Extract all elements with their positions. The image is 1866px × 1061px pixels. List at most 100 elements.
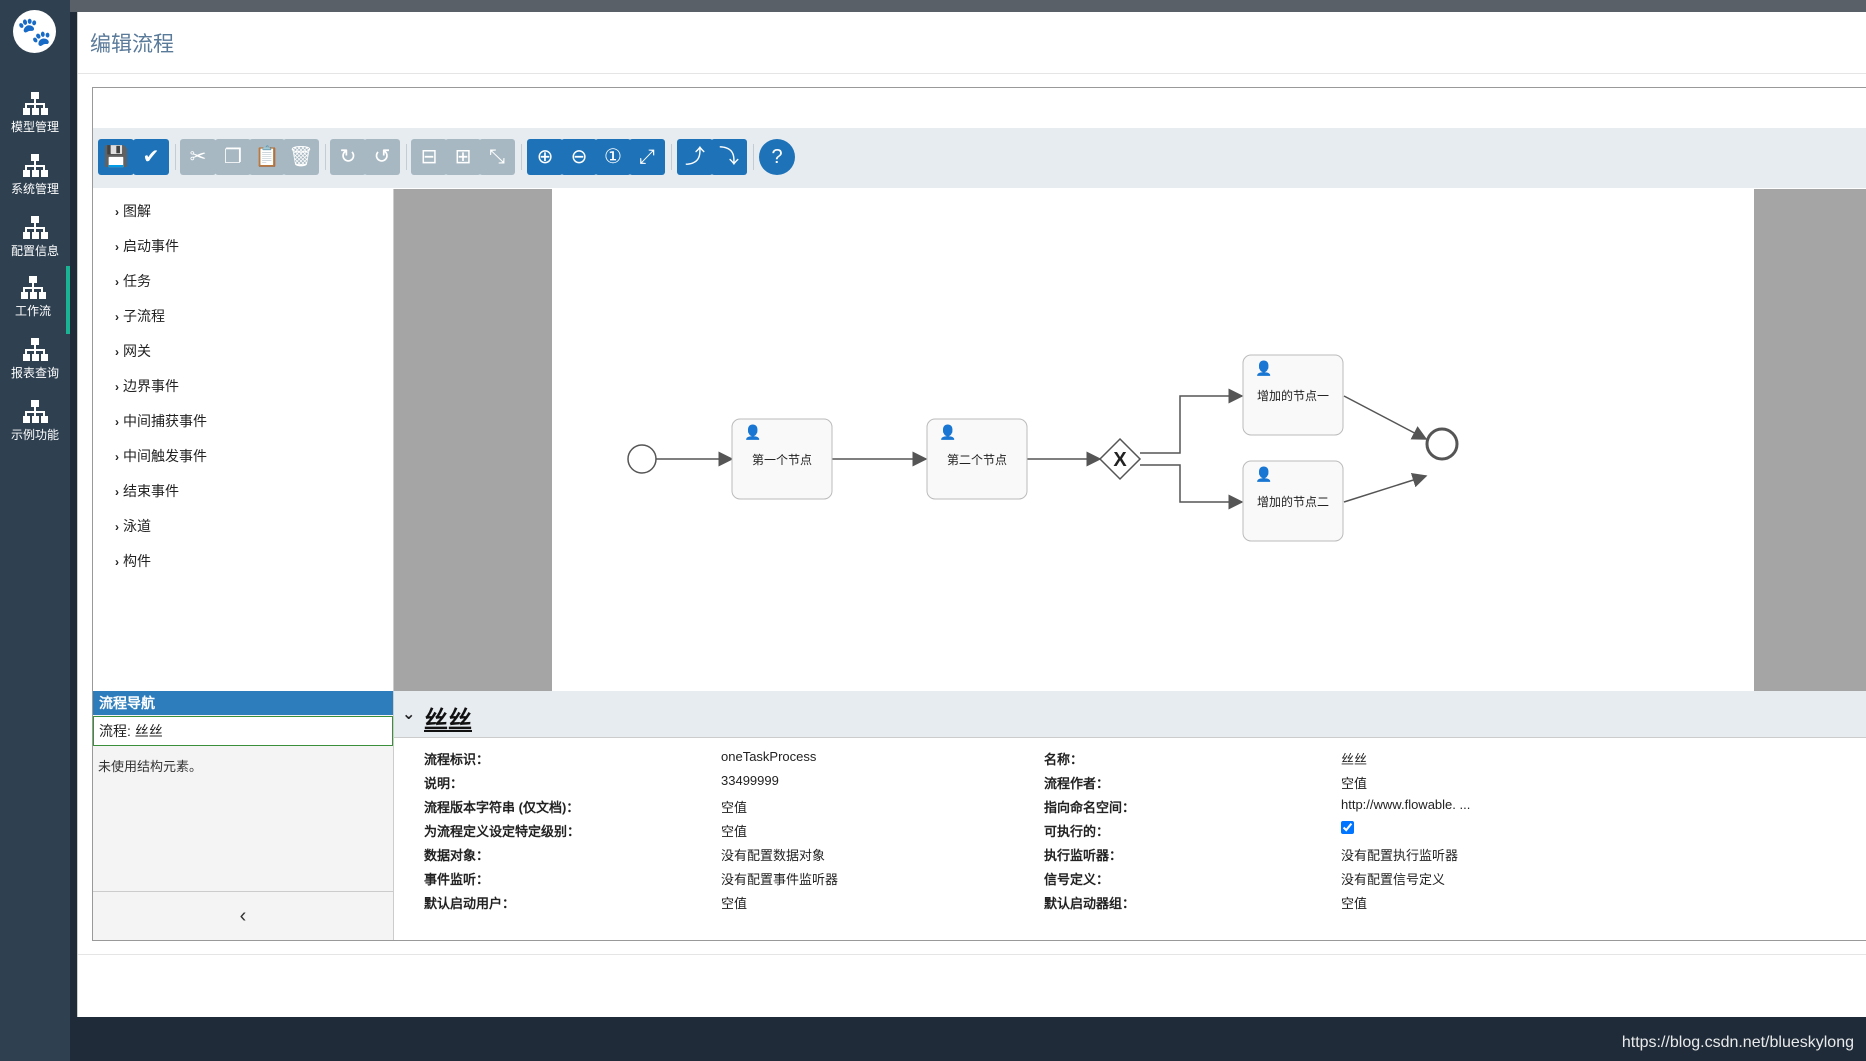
- property-value[interactable]: 空值: [721, 824, 748, 839]
- property-row[interactable]: 说明：: [424, 776, 464, 791]
- navigator-header: 流程导航: [93, 691, 393, 715]
- sidebar-item-workflow[interactable]: 工作流: [0, 266, 70, 334]
- property-value[interactable]: 空值: [1341, 776, 1368, 791]
- user-task[interactable]: 👤 增加的节点二: [1242, 460, 1344, 542]
- paste-icon: 📋: [254, 146, 280, 168]
- property-row[interactable]: 为流程定义设定特定级别：: [424, 824, 581, 839]
- copy-button[interactable]: ❐: [215, 139, 251, 175]
- palette-group[interactable]: ›图解: [115, 203, 151, 219]
- user-icon: 👤: [1255, 360, 1272, 377]
- sidebar-item-system[interactable]: 系统管理: [0, 144, 70, 212]
- sequence-flow[interactable]: [1343, 472, 1428, 503]
- cut-button[interactable]: ✂: [180, 139, 216, 175]
- property-value[interactable]: oneTaskProcess: [721, 749, 817, 764]
- property-value[interactable]: 33499999: [721, 773, 779, 788]
- zoom-out-button[interactable]: ⊖: [561, 139, 597, 175]
- property-value[interactable]: http://www.flowable. ...: [1341, 797, 1471, 812]
- palette-group[interactable]: ›任务: [115, 273, 151, 289]
- zoom-fit-button[interactable]: ⤢: [629, 139, 665, 175]
- property-value[interactable]: 没有配置事件监听器: [721, 872, 839, 887]
- collapse-button[interactable]: ‹: [93, 891, 393, 941]
- undo-button[interactable]: ↺: [364, 139, 400, 175]
- property-row[interactable]: 执行监听器：: [1044, 848, 1123, 863]
- edit-process-modal: 编辑流程 💾 ✔ ✂ ❐ 📋 🗑 ↻ ↺ ⊟ ⊞ ⤡ ⊕ ⊖ ① ⤢ ⤴ ⤵: [77, 12, 1866, 1017]
- delete-button[interactable]: 🗑: [283, 139, 319, 175]
- property-row[interactable]: 可执行的：: [1044, 824, 1110, 839]
- add-bendpoint-button[interactable]: ⤴: [677, 139, 713, 175]
- palette-group[interactable]: ›泳道: [115, 518, 151, 534]
- sidebar-item-label: 系统管理: [10, 182, 59, 196]
- user-task[interactable]: 👤 增加的节点一: [1242, 354, 1344, 436]
- palette-group[interactable]: ›构件: [115, 553, 151, 569]
- navigator-note: 未使用结构元素。: [98, 759, 203, 774]
- watermark: https://blog.csdn.net/blueskylong: [1621, 1034, 1854, 1051]
- property-value[interactable]: 空值: [1341, 896, 1368, 911]
- property-value[interactable]: 丝丝: [1341, 752, 1368, 767]
- property-row[interactable]: 信号定义：: [1044, 872, 1110, 887]
- sidebar-item-examples[interactable]: 示例功能: [0, 390, 70, 458]
- property-row[interactable]: 流程标识：: [424, 752, 490, 767]
- zoom-in-button[interactable]: ⊕: [527, 139, 563, 175]
- property-row[interactable]: 事件监听：: [424, 872, 490, 887]
- top-strip: [70, 0, 1866, 12]
- property-row[interactable]: 流程版本字符串 (仅文档)：: [424, 800, 580, 815]
- same-size-button[interactable]: ⤡: [479, 139, 515, 175]
- start-event[interactable]: [627, 444, 657, 474]
- sidebar-item-reports[interactable]: 报表查询: [0, 328, 70, 396]
- end-event[interactable]: [1425, 427, 1459, 461]
- property-row[interactable]: 流程作者：: [1044, 776, 1110, 791]
- property-value[interactable]: 没有配置数据对象: [721, 848, 826, 863]
- redo-button[interactable]: ↻: [330, 139, 366, 175]
- executable-checkbox[interactable]: [1341, 821, 1354, 834]
- align-vertical-button[interactable]: ⊞: [445, 139, 481, 175]
- save-button[interactable]: 💾: [98, 139, 134, 175]
- palette-group[interactable]: ›结束事件: [115, 483, 179, 499]
- task-label: 第一个节点: [752, 453, 812, 467]
- remove-bendpoint-icon: ⤵: [719, 146, 739, 168]
- diagram-canvas[interactable]: 👤 第一个节点 👤 第二个节点 👤 增加的节点一: [552, 189, 1754, 691]
- sequence-flow[interactable]: [1140, 464, 1244, 510]
- property-value[interactable]: 空值: [721, 896, 748, 911]
- chevron-right-icon: ›: [115, 205, 119, 219]
- sequence-flow[interactable]: [1140, 388, 1244, 454]
- property-value[interactable]: 没有配置执行监听器: [1341, 848, 1459, 863]
- exclusive-gateway[interactable]: X: [1098, 437, 1142, 481]
- sitemap-icon: [21, 276, 46, 299]
- property-value[interactable]: 没有配置信号定义: [1341, 872, 1446, 887]
- help-icon: ?: [771, 146, 783, 168]
- navigator-process-item[interactable]: 流程: 丝丝: [93, 716, 393, 746]
- remove-bendpoint-button[interactable]: ⤵: [711, 139, 747, 175]
- task-label: 增加的节点一: [1257, 388, 1329, 403]
- toolbar-separator: [175, 144, 176, 170]
- palette-group[interactable]: ›子流程: [115, 308, 165, 324]
- process-diagram: 👤 第一个节点 👤 第二个节点 👤 增加的节点一: [627, 354, 1459, 542]
- paste-button[interactable]: 📋: [249, 139, 285, 175]
- user-task[interactable]: 👤 第一个节点: [731, 418, 833, 500]
- properties-header: ⌄ 丝丝: [394, 691, 1866, 738]
- palette-group[interactable]: ›网关: [115, 343, 151, 359]
- chevron-down-icon[interactable]: ⌄: [402, 706, 416, 723]
- property-row[interactable]: 指向命名空间：: [1044, 800, 1136, 815]
- property-row[interactable]: 默认启动器组：: [1044, 896, 1136, 911]
- align-horizontal-button[interactable]: ⊟: [411, 139, 447, 175]
- property-row[interactable]: 数据对象：: [424, 848, 490, 863]
- property-value[interactable]: 空值: [721, 800, 748, 815]
- property-row[interactable]: 名称：: [1044, 752, 1084, 767]
- palette-group[interactable]: ›启动事件: [115, 238, 179, 254]
- sequence-flow[interactable]: [1343, 395, 1428, 440]
- palette-group[interactable]: ›边界事件: [115, 378, 179, 394]
- help-button[interactable]: ?: [759, 139, 795, 175]
- properties-title: 丝丝: [424, 707, 472, 734]
- validate-button[interactable]: ✔: [133, 139, 169, 175]
- palette-group[interactable]: ›中间触发事件: [115, 448, 207, 464]
- add-bendpoint-icon: ⤴: [685, 146, 705, 168]
- sitemap-icon: [23, 216, 48, 239]
- sidebar-item-model[interactable]: 模型管理: [0, 82, 70, 150]
- property-row[interactable]: 默认启动用户：: [424, 896, 516, 911]
- divider: [78, 73, 1866, 74]
- zoom-actual-button[interactable]: ①: [595, 139, 631, 175]
- palette-group[interactable]: ›中间捕获事件: [115, 413, 207, 429]
- user-task[interactable]: 👤 第二个节点: [926, 418, 1028, 500]
- sidebar-item-config[interactable]: 配置信息: [0, 206, 70, 274]
- paw-icon[interactable]: 🐾: [13, 10, 56, 53]
